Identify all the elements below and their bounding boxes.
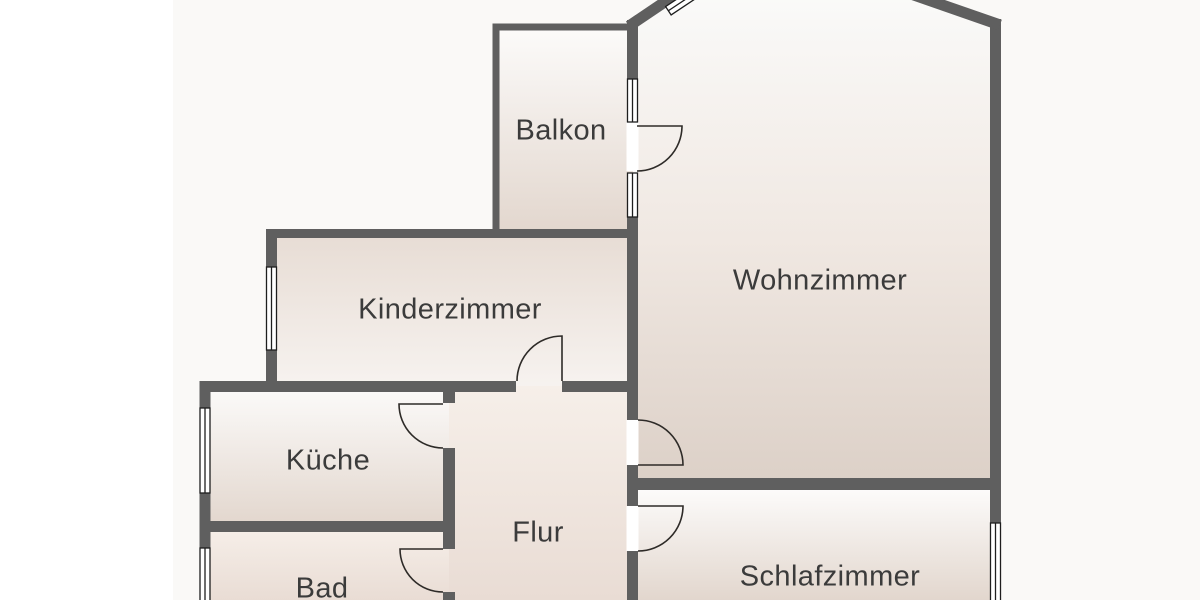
windows	[199, 0, 1002, 600]
wall-bay-diagonal-right	[911, 0, 1002, 31]
balkon-floor	[496, 27, 633, 236]
kueche-floor	[205, 386, 449, 527]
flur-floor	[449, 386, 633, 600]
door-opening-wohnzimmer	[626, 420, 639, 465]
window-kinderzimmer	[265, 266, 278, 351]
door-kinderzimmer	[516, 335, 563, 382]
room-floors	[205, 0, 996, 600]
schlafzimmer-floor	[633, 490, 996, 600]
wohnzimmer-floor	[638, 0, 996, 484]
door-opening-balkon	[626, 122, 639, 171]
room-label-schlafzimmer: Schlafzimmer	[739, 560, 921, 593]
door-balkon	[636, 125, 683, 172]
wall-bay-diagonal-left	[625, 0, 678, 31]
room-label-kueche: Küche	[285, 444, 371, 477]
window-schlafzimmer	[989, 522, 1002, 600]
window-bay-diagonal	[664, 0, 696, 16]
room-label-wohnzimmer: Wohnzimmer	[732, 264, 908, 297]
door-bad	[399, 548, 444, 593]
window-balkon-lower	[626, 172, 639, 218]
room-label-bad: Bad	[295, 572, 349, 600]
doors	[398, 125, 684, 593]
window-kueche	[199, 407, 211, 494]
room-label-kinderzimmer: Kinderzimmer	[358, 293, 542, 326]
window-balkon-upper	[626, 78, 639, 123]
door-wohnzimmer	[637, 419, 684, 466]
kinderzimmer-floor	[271, 233, 633, 390]
door-opening-schlafzimmer	[626, 506, 639, 551]
door-kueche	[398, 403, 444, 449]
window-bad	[199, 547, 211, 600]
bad-floor	[205, 527, 449, 600]
walls	[199, 0, 1002, 600]
door-schlafzimmer	[637, 505, 684, 552]
room-label-flur: Flur	[512, 516, 564, 549]
room-label-balkon: Balkon	[515, 114, 607, 147]
